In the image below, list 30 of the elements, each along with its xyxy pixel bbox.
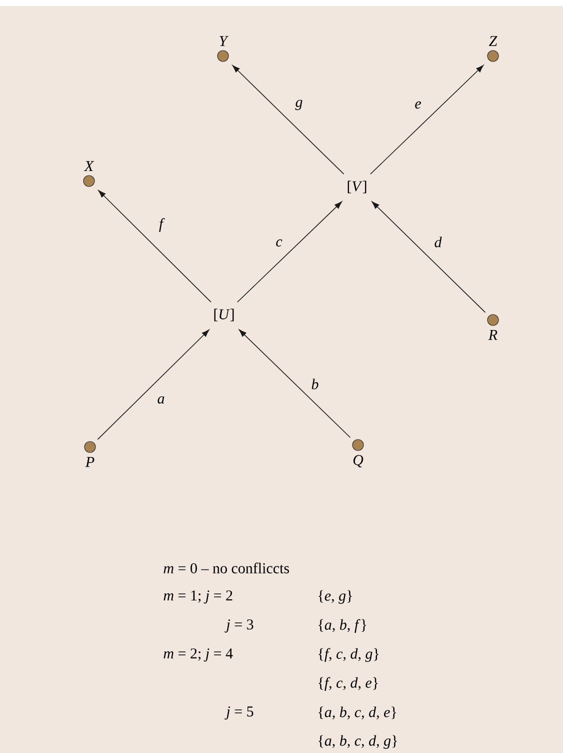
arrow (238, 329, 351, 438)
node-label: [U] (214, 308, 234, 322)
terminal-label: Y (220, 36, 228, 46)
arrow (97, 330, 210, 440)
terminal-dot (84, 441, 96, 453)
arrow (232, 65, 344, 174)
condition-label: j = 3 (224, 619, 254, 633)
condition-label: m = 2; j = 4 (164, 648, 233, 662)
set-label: {a, b, c, d, g} (318, 735, 397, 749)
arrow (236, 201, 342, 303)
arrow (372, 201, 486, 313)
terminal-dot (487, 314, 499, 326)
condition-label: m = 1; j = 2 (164, 590, 232, 604)
terminal-dot (352, 439, 364, 451)
arrow (98, 190, 212, 302)
terminal-label: R (488, 330, 498, 340)
terminal-dot (487, 50, 499, 62)
terminal-label: Z (489, 36, 498, 46)
set-label: {a, b, f} (318, 619, 366, 633)
set-label: {a, b, c, d, e} (318, 706, 396, 720)
terminal-label: P (85, 457, 94, 467)
arrow (370, 65, 484, 175)
condition-label: j = 5 (224, 706, 254, 720)
terminal-dot (83, 175, 95, 187)
node-label: [V] (348, 180, 366, 194)
terminal-label: X (84, 161, 94, 171)
set-label: {e, g} (318, 590, 352, 604)
terminal-label: Q (353, 455, 364, 468)
condition-label: m = 0 – no confliccts (164, 562, 290, 574)
terminal-dot (217, 50, 229, 62)
